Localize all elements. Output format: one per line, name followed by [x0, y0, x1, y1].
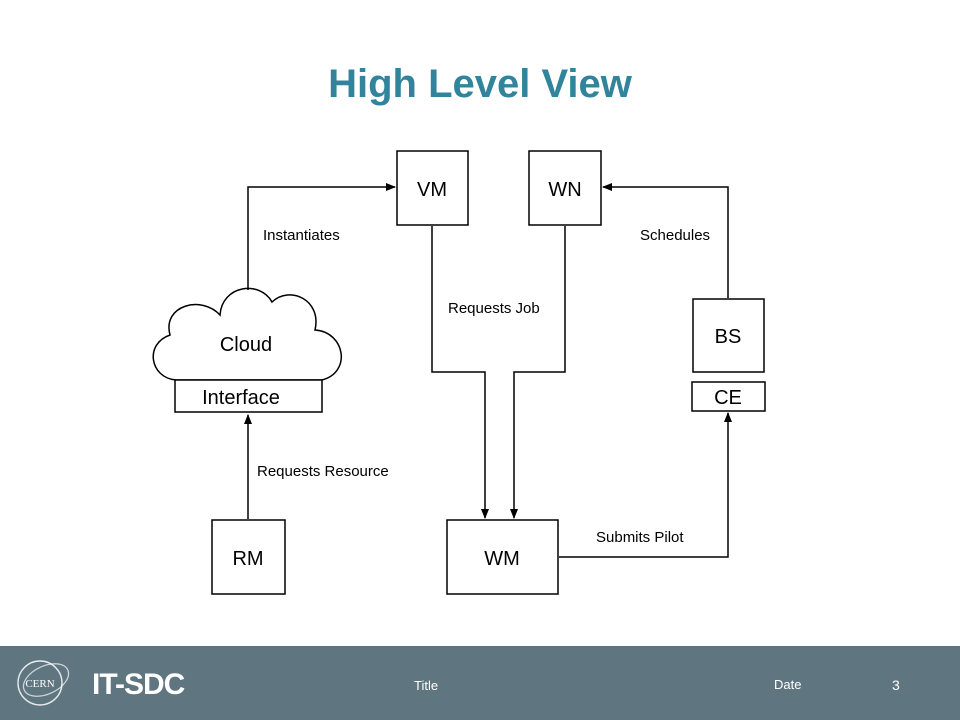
edge-schedules-label: Schedules: [640, 227, 710, 244]
node-rm-label: RM: [232, 548, 263, 570]
cern-logo-text: CERN: [25, 678, 54, 690]
node-wn: [528, 150, 602, 226]
edge-instantiates-label: Instantiates: [263, 227, 340, 244]
cern-logo: CERN: [17, 660, 70, 706]
node-bs-label: BS: [715, 326, 742, 348]
footer-title: Title: [414, 678, 439, 693]
edge-requests-job-wn: [510, 226, 566, 519]
node-interface-label: Interface: [202, 387, 280, 409]
edge-instantiates: [247, 183, 396, 290]
page-number: 3: [892, 677, 900, 693]
node-vm-label: VM: [417, 179, 447, 201]
node-vm: [396, 150, 469, 226]
architecture-diagram: Cloud Interface VM WN BS CE RM WM Instan…: [152, 150, 766, 595]
node-wn-label: WN: [548, 179, 581, 201]
brand-logo-text: IT-SDC: [92, 668, 185, 701]
edge-requests-resource-label: Requests Resource: [257, 463, 389, 480]
edge-requests-job-label: Requests Job: [448, 300, 540, 317]
edge-requests-job-vm: [431, 226, 489, 519]
edge-schedules: [602, 183, 729, 298]
node-bs: [692, 298, 765, 373]
footer-date: Date: [774, 677, 802, 692]
node-rm: [211, 519, 286, 595]
cloud-icon: [152, 287, 343, 381]
footer-bar: [0, 646, 960, 720]
node-ce-label: CE: [714, 387, 742, 409]
edge-submits-pilot-label: Submits Pilot: [596, 529, 684, 546]
node-ce: [691, 381, 766, 412]
node-wm-label: WM: [484, 548, 520, 570]
node-cloud-label: Cloud: [220, 334, 272, 356]
page-title: High Level View: [328, 62, 632, 106]
edge-submits-pilot: [559, 412, 732, 558]
node-wm: [446, 519, 559, 595]
node-interface: [174, 379, 323, 413]
